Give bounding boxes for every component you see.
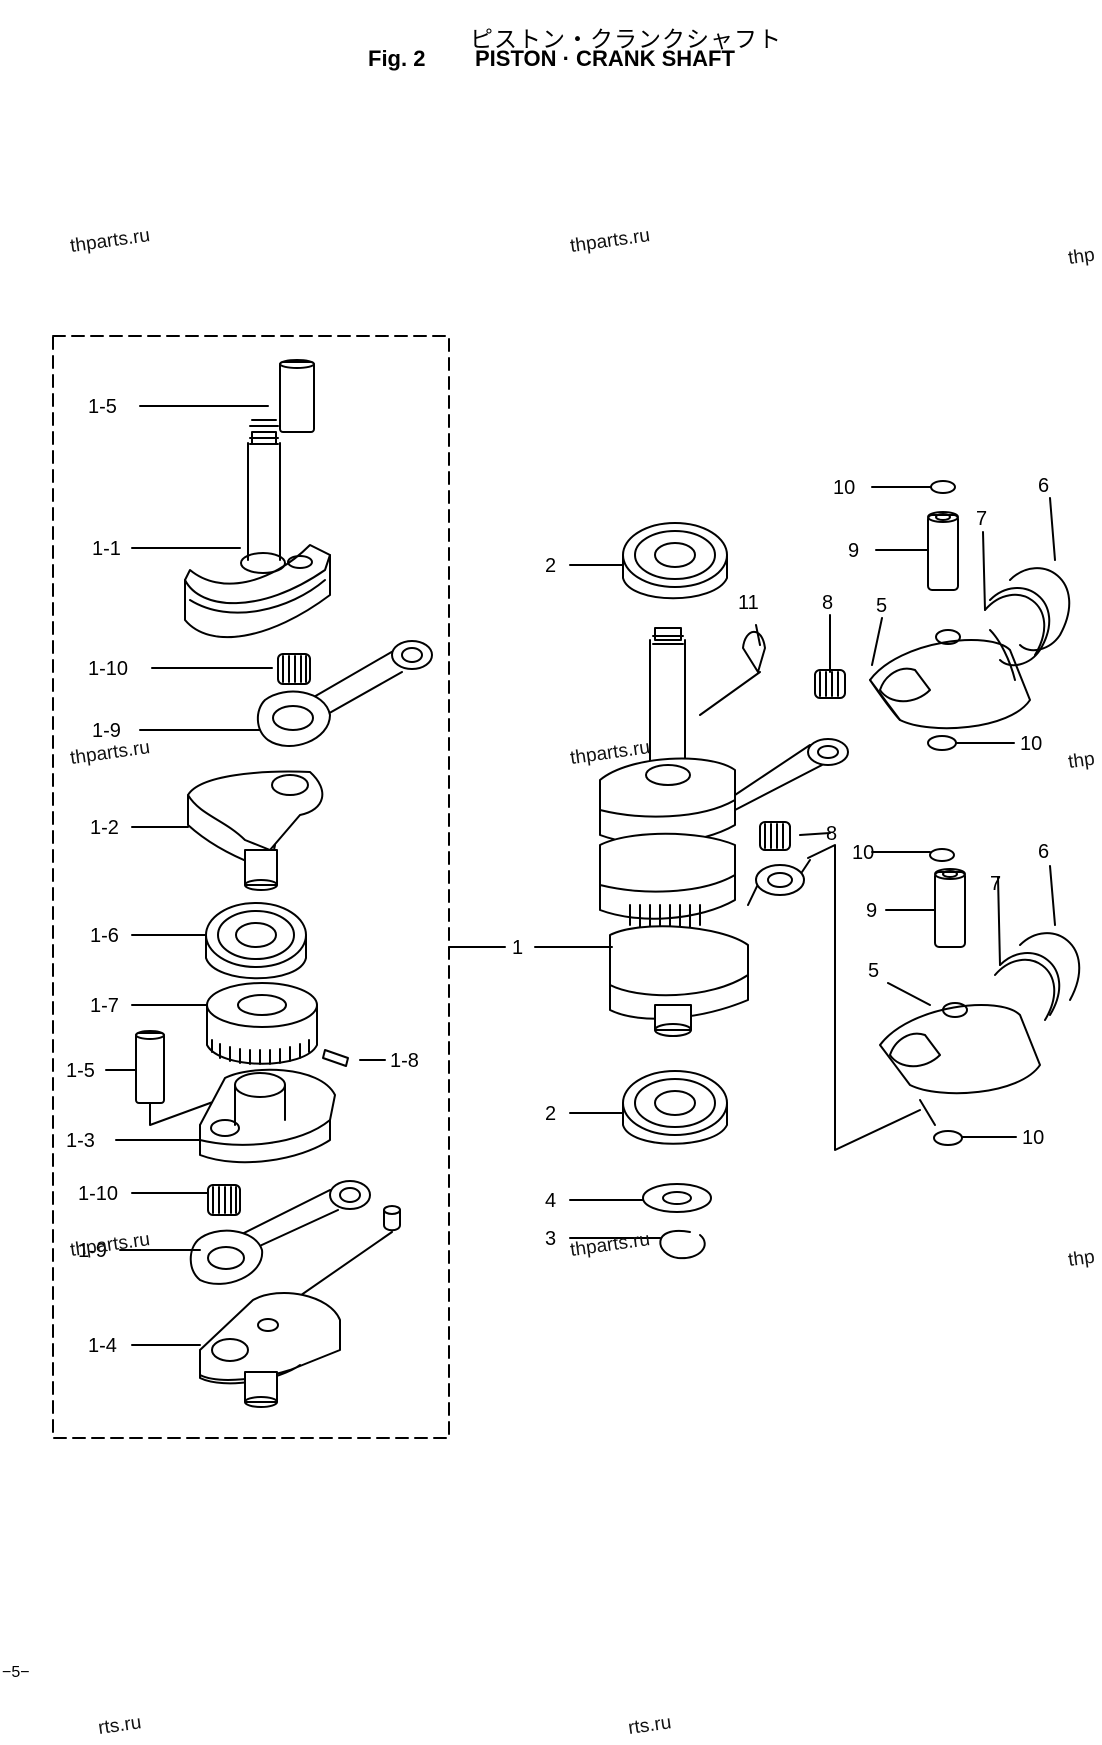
crank-pin-top (279, 359, 315, 433)
watermark: thp (1066, 1246, 1097, 1272)
roller-sleeve-1-7 (206, 982, 318, 1065)
ball-bearing-top (622, 522, 728, 600)
label-4: 4 (545, 1190, 556, 1212)
crank-web-1-4 (199, 1292, 341, 1408)
label-1-7: 1-7 (90, 995, 119, 1017)
label-11: 11 (738, 592, 759, 614)
label-1-3: 1-3 (66, 1130, 95, 1152)
label-10-a: 10 (833, 477, 855, 499)
label-9-bottom: 9 (866, 900, 877, 922)
label-1: 1 (512, 937, 523, 959)
label-1-10-bottom: 1-10 (78, 1183, 118, 1205)
label-1-10-top: 1-10 (88, 658, 128, 680)
label-1-4: 1-4 (88, 1335, 117, 1357)
label-10-c: 10 (852, 842, 874, 864)
piston-ring-7a (989, 587, 1051, 667)
label-6-top: 6 (1038, 475, 1049, 497)
label-8-bottom: 8 (826, 823, 837, 845)
figure-title: PISTON · CRANK SHAFT (475, 46, 735, 71)
page-number: −5− (2, 1664, 30, 1681)
piston-pin-upper (927, 511, 959, 591)
piston-ring-7b (999, 952, 1061, 1016)
crankshaft-assembly-box (52, 335, 450, 1439)
label-9-top: 9 (848, 540, 859, 562)
needle-bearing-8b (759, 821, 791, 851)
label-7-top: 7 (976, 508, 987, 530)
conrod-upper-right (734, 744, 823, 811)
label-5-top: 5 (876, 595, 887, 617)
clip-10c (929, 848, 955, 862)
woodruff-key-1-8 (322, 1049, 349, 1067)
needle-bearing-8a (814, 669, 846, 699)
watermark: thp (1066, 748, 1097, 774)
piston-ring-6b (1019, 932, 1081, 1001)
clip-10b (927, 735, 957, 751)
label-8-top: 8 (822, 592, 833, 614)
figure-title-japanese: ピストン・クランクシャフト (470, 27, 782, 53)
figure-number: Fig. 2 (368, 46, 426, 71)
callout-labels: 1-5 1-1 1-10 1-9 1-2 1-6 1-7 1-8 1-5 1-3… (66, 396, 1049, 1357)
label-1-2: 1-2 (90, 817, 119, 839)
crank-web-1-3 (199, 1068, 336, 1164)
label-1-9-top: 1-9 (92, 720, 121, 742)
upper-crank-shaft (184, 419, 331, 639)
label-2-bottom: 2 (545, 1103, 556, 1125)
piston-upper (869, 629, 1031, 730)
watermark: thp (1066, 244, 1097, 270)
washer-4 (642, 1183, 712, 1213)
label-5-bottom: 5 (868, 960, 879, 982)
label-1-6: 1-6 (90, 925, 119, 947)
label-6-bottom: 6 (1038, 841, 1049, 863)
label-10-d: 10 (1022, 1127, 1044, 1149)
connecting-rod-top (256, 640, 433, 747)
needle-bearing-top (277, 653, 311, 685)
plug-cap (383, 1209, 401, 1232)
crank-web-1-2 (187, 770, 324, 891)
woodruff-key-11 (742, 630, 766, 673)
needle-bearing-bottom (207, 1184, 241, 1216)
label-1-5-top: 1-5 (88, 396, 117, 418)
label-2-top: 2 (545, 555, 556, 577)
label-3: 3 (545, 1228, 556, 1250)
ball-bearing-bottom (622, 1070, 728, 1145)
circlip-3 (659, 1229, 706, 1260)
clip-10a (930, 480, 956, 494)
label-1-9-bottom: 1-9 (78, 1240, 107, 1262)
label-10-b: 10 (1020, 733, 1042, 755)
label-1-8: 1-8 (390, 1050, 419, 1072)
label-7-bottom: 7 (990, 873, 1001, 895)
piston-lower (879, 1002, 1041, 1126)
piston-pin-lower (934, 868, 966, 948)
ball-bearing-1-6 (205, 902, 307, 980)
clip-10d (933, 1130, 963, 1146)
connecting-rod-bottom (189, 1180, 371, 1285)
crank-shaft-main (599, 627, 749, 1037)
label-1-1: 1-1 (92, 538, 121, 560)
label-1-5-bottom: 1-5 (66, 1060, 95, 1082)
piston-ring-6a (1009, 567, 1071, 652)
